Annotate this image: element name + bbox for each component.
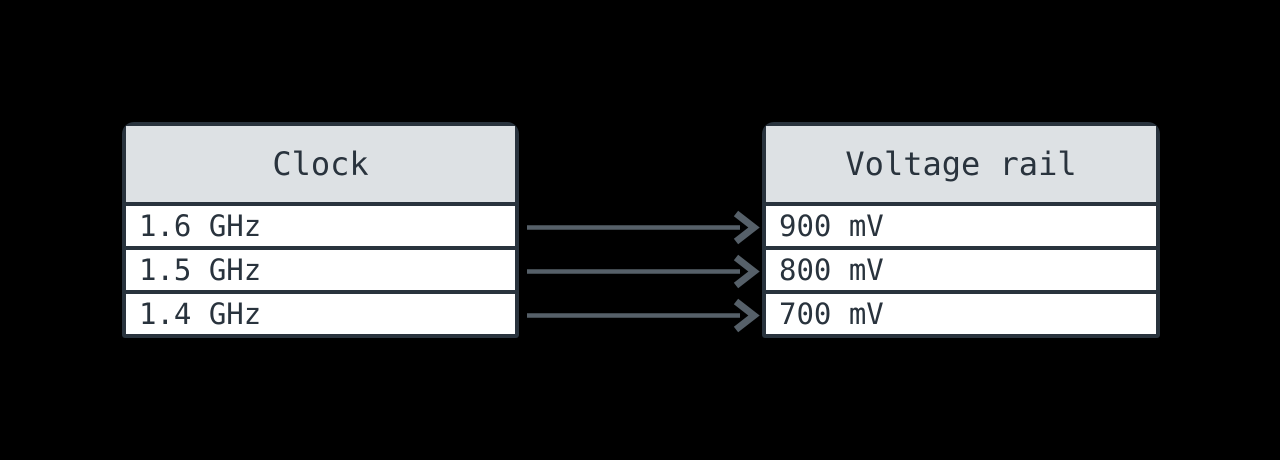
table-row: 1.6 GHz	[126, 202, 515, 246]
right-arrow-icon	[527, 210, 760, 245]
table-row: 1.5 GHz	[126, 246, 515, 290]
table-row: 900 mV	[766, 202, 1156, 246]
table-row: 1.4 GHz	[126, 290, 515, 334]
voltage-rail-table-title: Voltage rail	[766, 126, 1156, 202]
right-arrow-icon	[527, 298, 760, 333]
voltage-rail-table: Voltage rail 900 mV 800 mV 700 mV	[762, 122, 1160, 338]
clock-table: Clock 1.6 GHz 1.5 GHz 1.4 GHz	[122, 122, 519, 338]
right-arrow-icon	[527, 254, 760, 289]
table-row: 800 mV	[766, 246, 1156, 290]
clock-table-title: Clock	[126, 126, 515, 202]
table-row: 700 mV	[766, 290, 1156, 334]
